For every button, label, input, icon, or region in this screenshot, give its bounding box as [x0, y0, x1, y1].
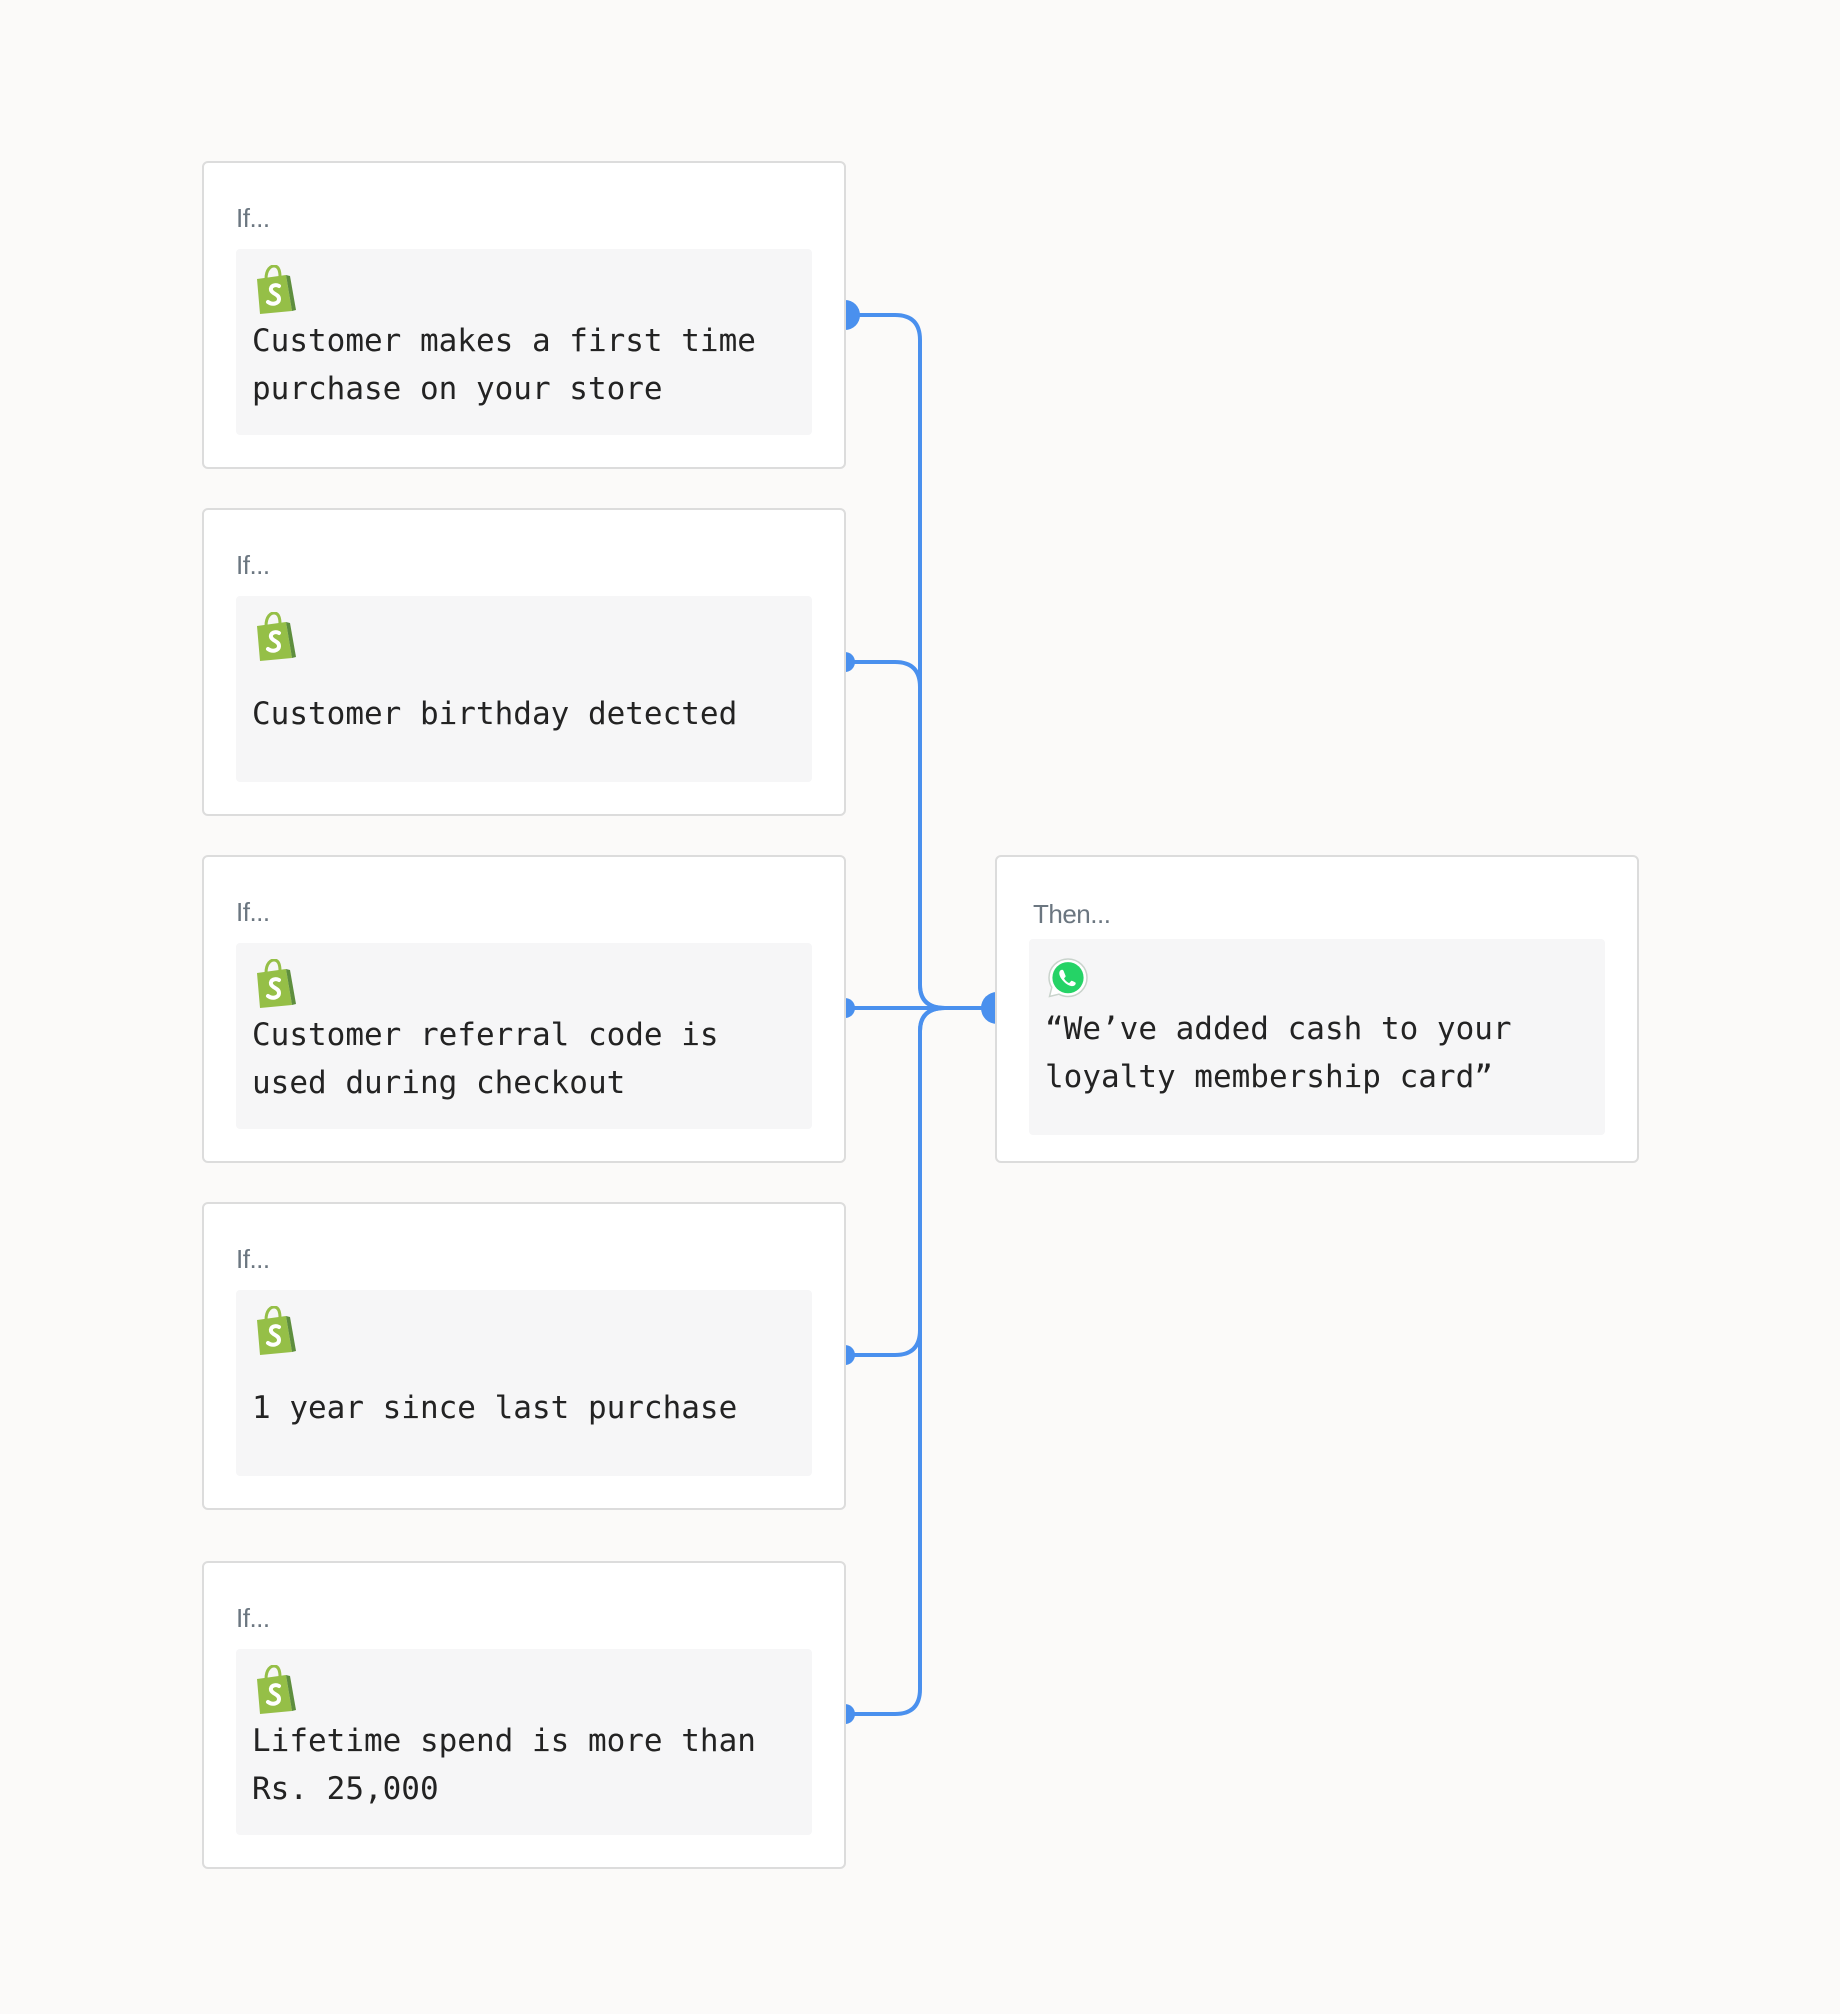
if-label: If...: [236, 897, 270, 927]
if-label: If...: [236, 1603, 270, 1633]
trigger-card-3[interactable]: If... Customer referral code is used dur…: [202, 855, 846, 1163]
shopify-bag-icon: [252, 1305, 296, 1356]
if-label: If...: [236, 550, 270, 580]
trigger-card-2[interactable]: If... Customer birthday detected: [202, 508, 846, 816]
then-label: Then...: [1033, 899, 1111, 929]
connector-trigger-2: [843, 660, 947, 1010]
whatsapp-icon: [1045, 955, 1091, 1001]
trigger-content[interactable]: Lifetime spend is more than Rs. 25,000: [236, 1649, 812, 1835]
trigger-content[interactable]: Customer birthday detected: [236, 596, 812, 782]
shopify-bag-icon: [252, 1664, 296, 1715]
trigger-content[interactable]: Customer referral code is used during ch…: [236, 943, 812, 1129]
trigger-card-4[interactable]: If... 1 year since last purchase: [202, 1202, 846, 1510]
action-text: “We’ve added cash to your loyalty member…: [1045, 1011, 1512, 1095]
trigger-card-5[interactable]: If... Lifetime spend is more than Rs. 25…: [202, 1561, 846, 1869]
if-label: If...: [236, 1244, 270, 1274]
trigger-text: Customer birthday detected: [252, 696, 738, 732]
trigger-content[interactable]: Customer makes a first time purchase on …: [236, 249, 812, 435]
connector-trigger-5: [843, 1006, 947, 1716]
trigger-content[interactable]: 1 year since last purchase: [236, 1290, 812, 1476]
trigger-card-1[interactable]: If... Customer makes a first time purcha…: [202, 161, 846, 469]
shopify-bag-icon: [252, 958, 296, 1009]
shopify-bag-icon: [252, 264, 296, 315]
connector-trigger-4: [843, 1006, 947, 1357]
trigger-text: 1 year since last purchase: [252, 1390, 738, 1426]
connector-trigger-1: [843, 313, 999, 1010]
if-label: If...: [236, 203, 270, 233]
shopify-bag-icon: [252, 611, 296, 662]
trigger-text: Customer referral code is used during ch…: [252, 1017, 719, 1101]
trigger-text: Lifetime spend is more than Rs. 25,000: [252, 1723, 756, 1807]
trigger-text: Customer makes a first time purchase on …: [252, 323, 756, 407]
action-card[interactable]: Then... “We’ve added cash to your loyalt…: [995, 855, 1639, 1163]
action-content[interactable]: “We’ve added cash to your loyalty member…: [1029, 939, 1605, 1135]
